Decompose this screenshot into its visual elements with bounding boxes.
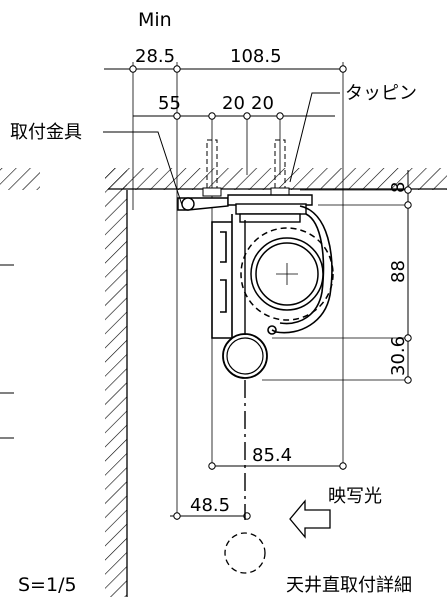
label-projection-light: 映写光: [328, 486, 382, 507]
bottom-bar-lowered: [224, 532, 266, 574]
leader-lines: [103, 92, 340, 206]
mounting-bracket: [177, 194, 313, 223]
drawing-title: 天井直取付詳細: [286, 575, 412, 596]
projection-light-arrow-icon: [289, 499, 331, 539]
dim-108-5: 108.5: [230, 46, 282, 67]
dim-30-6: 30.6: [388, 336, 409, 376]
extension-lines: [132, 62, 410, 520]
dim-85-4: 85.4: [252, 445, 292, 466]
left-margin-ticks: [0, 264, 14, 439]
ceiling-slab: [0, 168, 447, 190]
label-scale: S=1/5: [18, 574, 77, 596]
roll-tube: [240, 227, 334, 321]
dim-20-right: 20: [251, 93, 274, 114]
dim-28-5: 28.5: [135, 46, 175, 67]
roller-case: [211, 205, 333, 339]
label-tapping-screw: タッピン: [345, 83, 417, 104]
dimension-lines: [104, 68, 409, 517]
dim-8: 8: [388, 182, 409, 193]
dim-min-label: Min: [138, 9, 172, 31]
label-mounting-bracket: 取付金具: [10, 122, 82, 143]
dim-20-left: 20: [222, 93, 245, 114]
bottom-bar: [222, 333, 268, 379]
dim-88: 88: [388, 260, 409, 283]
dim-55: 55: [158, 93, 181, 114]
wall: [105, 168, 128, 597]
dimension-end-marks: [129, 65, 412, 520]
dim-48-5: 48.5: [190, 495, 230, 516]
